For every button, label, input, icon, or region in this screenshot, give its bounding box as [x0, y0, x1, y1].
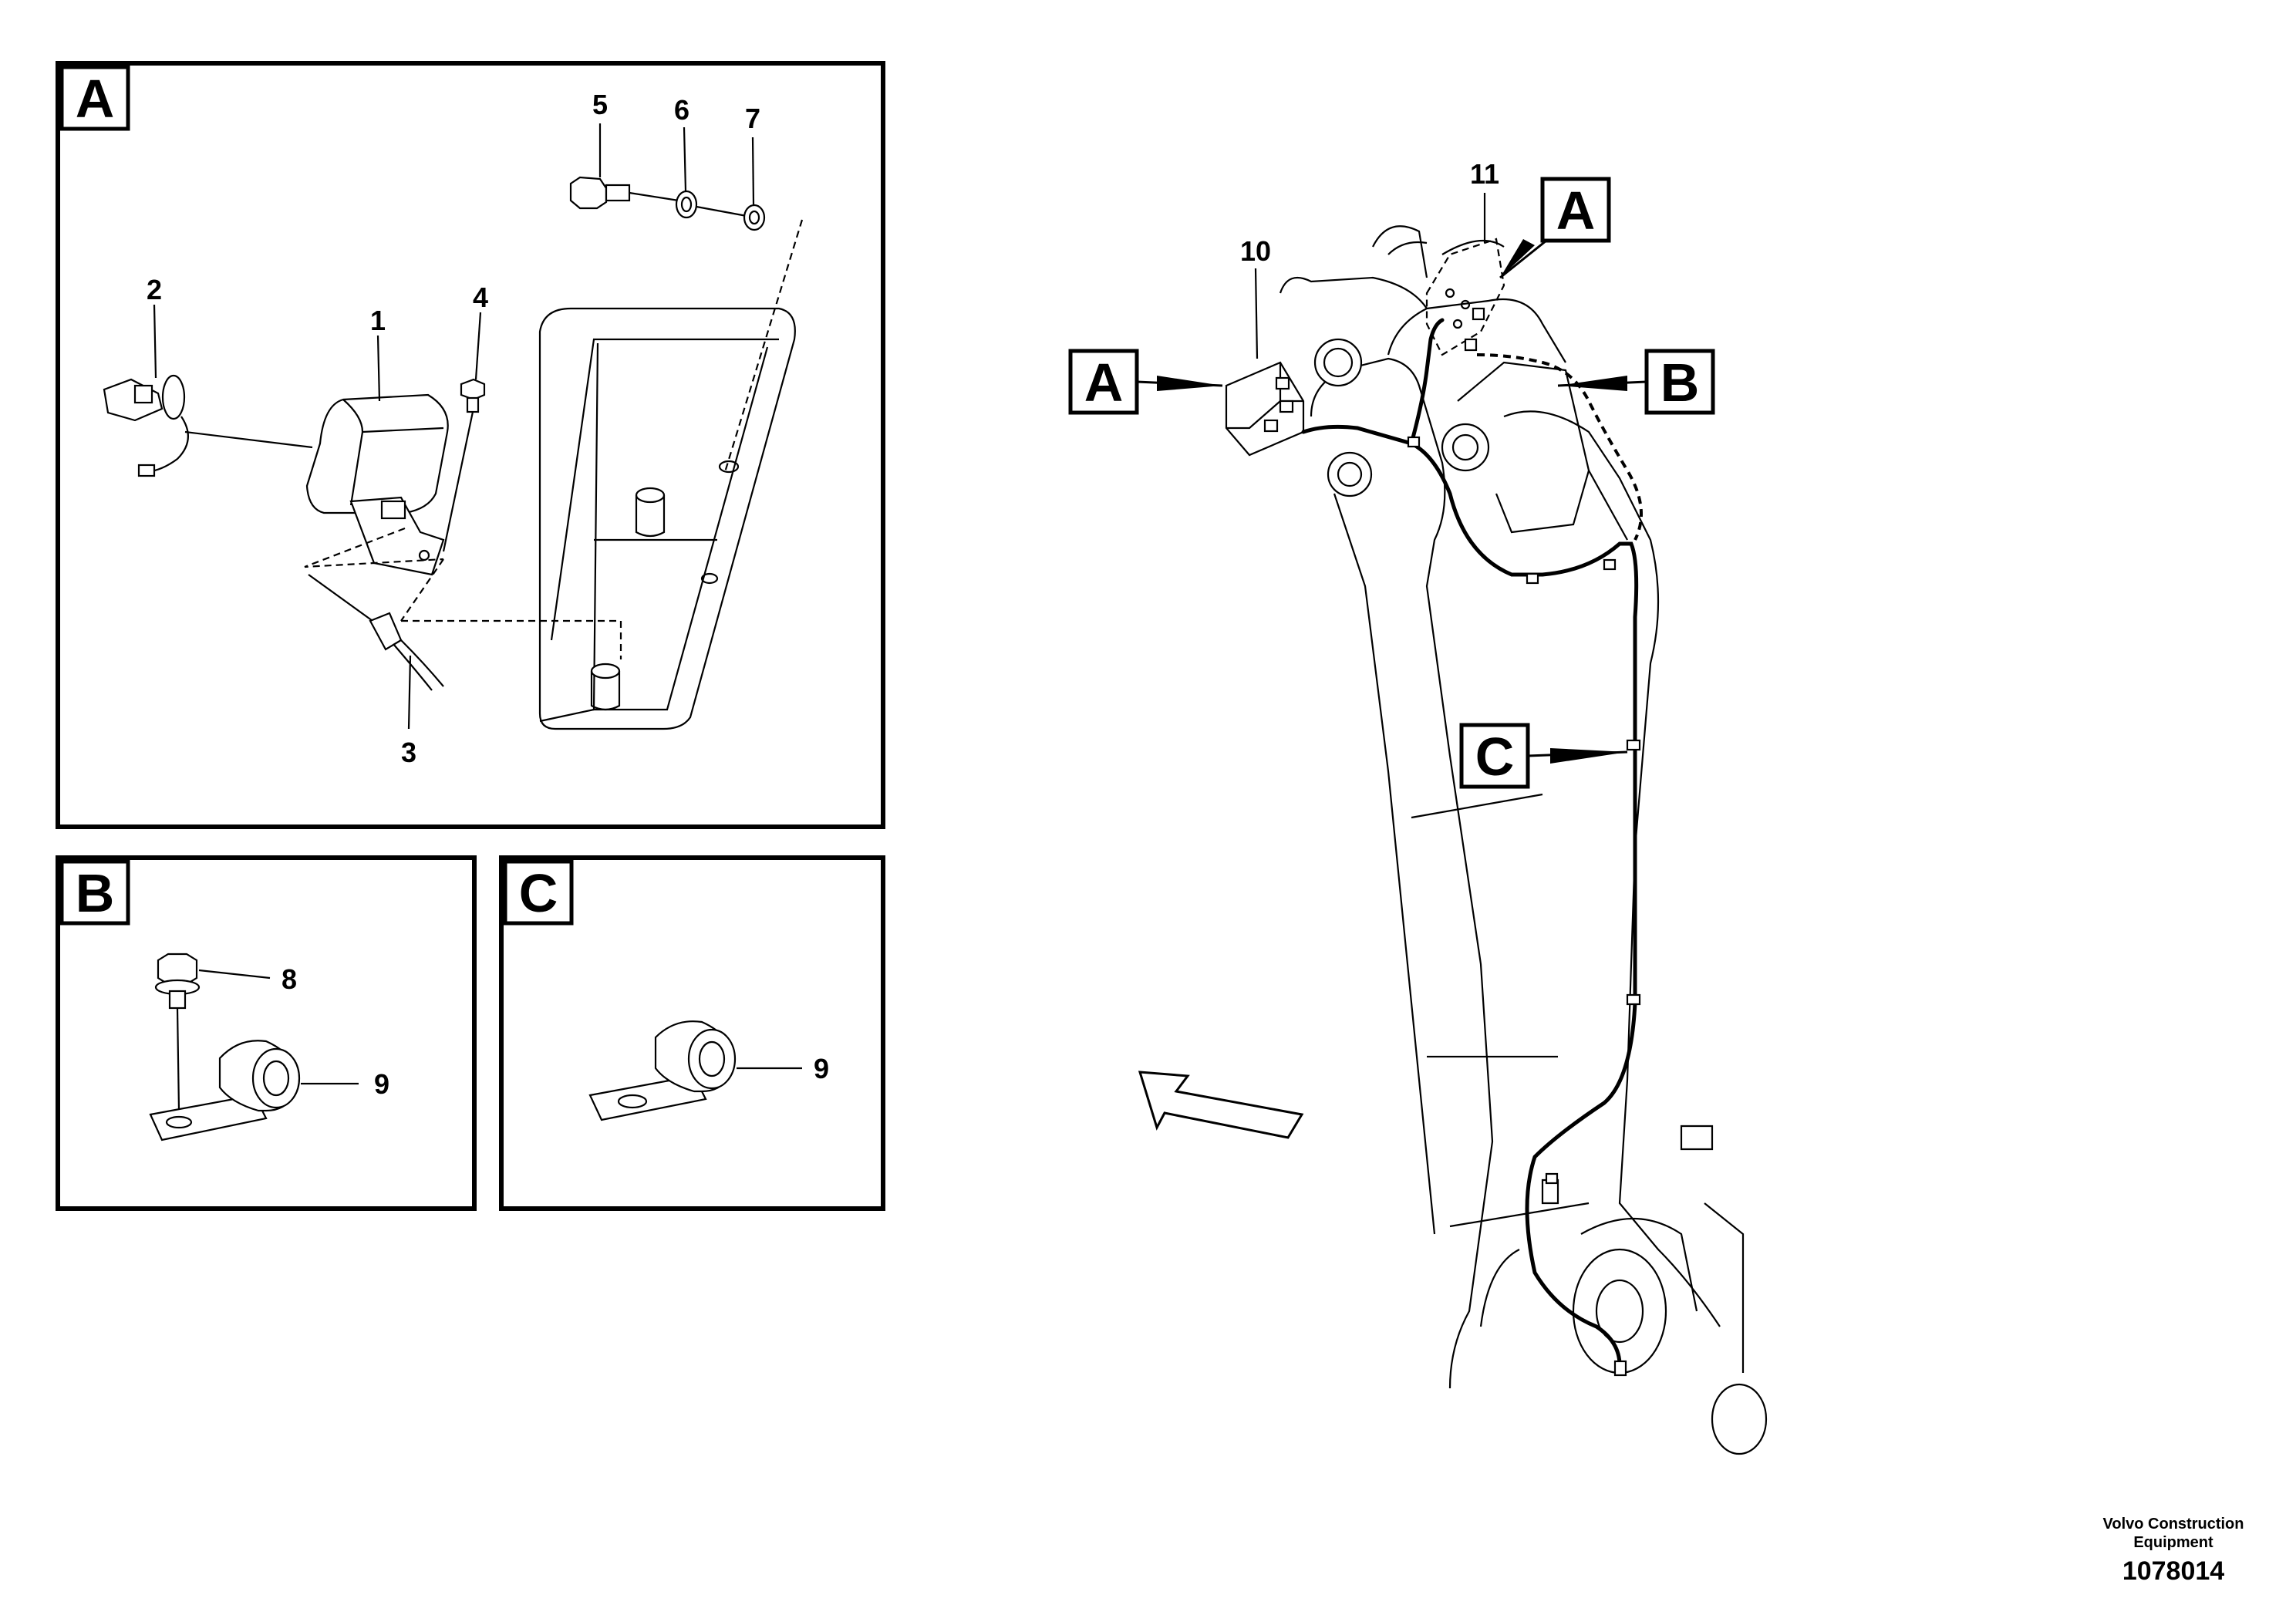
detail-c-label-box: [503, 859, 574, 926]
flange-bolt-8: [154, 953, 201, 1111]
marker-a-right-box: [1540, 177, 1611, 243]
detail-c-label: C: [519, 863, 558, 923]
marker-a-right: A: [1556, 180, 1596, 241]
work-light-right: [1425, 238, 1505, 356]
detail-b-frame: [56, 855, 477, 1211]
boom-assembly-view: 10 11 A A B C: [1068, 158, 1768, 1455]
clamp-9-b: [149, 1040, 301, 1141]
footer-company-line1: Volvo Construction: [2103, 1516, 2244, 1533]
cable-harness-upper: [1409, 318, 1445, 446]
marker-a-left: A: [1084, 352, 1124, 413]
work-light-left: [1225, 361, 1305, 457]
assembly-line-bracket: [304, 527, 444, 568]
footer: Volvo Construction Equipment 1078014: [2103, 1516, 2244, 1586]
callout-11: 11: [1470, 158, 1499, 190]
detail-b-label: B: [76, 863, 115, 923]
boom-outline: [1310, 357, 1494, 1389]
footer-figure-number: 1078014: [2122, 1556, 2224, 1586]
spring-washer-6: [675, 190, 747, 219]
marker-c: C: [1475, 727, 1515, 787]
callout-1: 1: [370, 305, 386, 336]
assembly-line-harness: [400, 558, 444, 622]
detail-a-label-box: [59, 65, 130, 131]
callout-3: 3: [401, 737, 416, 768]
callout-9-b: 9: [374, 1068, 389, 1100]
harness-3: [308, 574, 444, 691]
lamp-connector: [103, 374, 313, 477]
work-lamp: [305, 393, 449, 576]
view-direction-arrow: [1138, 1071, 1304, 1139]
washer-7: [743, 204, 766, 231]
screw-4: [442, 378, 486, 552]
detail-a-label: A: [76, 69, 115, 129]
detail-view-c: C 9: [499, 855, 885, 1211]
footer-company-line2: Equipment: [2133, 1534, 2213, 1551]
clamp-9-c: [588, 1020, 737, 1121]
callout-10: 10: [1240, 235, 1271, 267]
callout-5: 5: [592, 89, 608, 120]
marker-b: B: [1660, 352, 1700, 413]
assembly-line-mount: [401, 619, 622, 659]
detail-view-b: B 8 9: [56, 855, 477, 1211]
callout-9-c: 9: [814, 1053, 829, 1084]
light-housing: [538, 307, 796, 730]
detail-c-frame: [499, 855, 885, 1211]
callout-6: 6: [674, 94, 689, 126]
callout-7: 7: [745, 103, 760, 134]
bolt-5: [569, 176, 679, 210]
cable-harness-main: [1301, 424, 1639, 1367]
detail-view-a: A: [56, 61, 885, 829]
callout-2: 2: [147, 274, 162, 305]
callout-8: 8: [282, 963, 297, 995]
assembly-line-bolt: [723, 219, 804, 473]
detail-a-frame: [56, 61, 885, 829]
callout-4: 4: [473, 282, 488, 313]
detail-b-label-box: [59, 859, 130, 926]
